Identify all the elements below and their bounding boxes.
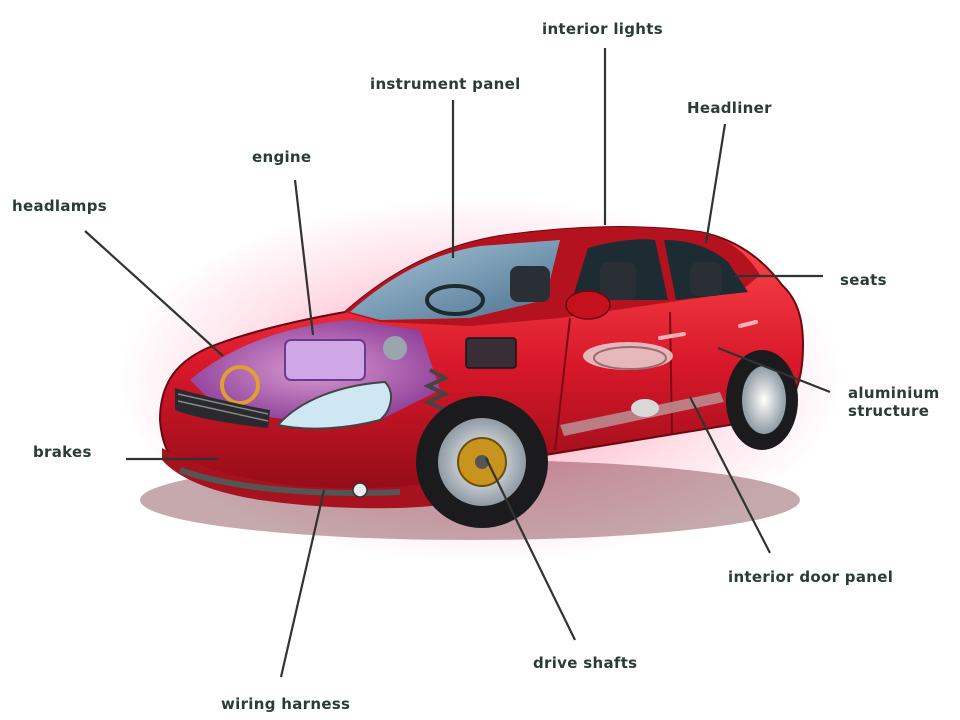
label-interior-door-panel: interior door panel <box>728 568 894 586</box>
leader-aluminium-structure <box>717 346 831 394</box>
suspension-spring <box>423 368 450 412</box>
label-aluminium-structure: aluminium structure <box>848 384 940 420</box>
leader-headliner <box>704 123 727 244</box>
steering-wheel <box>425 284 485 316</box>
label-interior-lights: interior lights <box>542 20 663 38</box>
grille-bar <box>177 393 269 415</box>
sill-fitting <box>631 399 659 417</box>
seat-silhouette <box>510 266 550 302</box>
spare-wheel-cutaway <box>593 346 667 370</box>
windshield-glass <box>350 240 560 320</box>
leader-drive-shafts <box>485 457 576 641</box>
leader-interior-door-panel <box>689 396 771 554</box>
leader-engine <box>293 179 315 336</box>
seat-silhouette <box>690 262 722 296</box>
door-handle <box>738 320 758 328</box>
label-wiring-harness: wiring harness <box>221 695 351 713</box>
fog-lamp <box>352 482 368 498</box>
headlamp <box>276 380 392 430</box>
label-brakes: brakes <box>33 443 92 461</box>
label-instrument-panel: instrument panel <box>370 75 521 93</box>
label-headlamps: headlamps <box>12 197 107 215</box>
leader-headlamps <box>84 230 224 357</box>
grille-bar <box>177 400 269 422</box>
bumper-strip <box>178 467 401 496</box>
label-seats: seats <box>840 271 887 289</box>
door-line <box>554 317 571 451</box>
label-headliner: Headliner <box>687 99 772 117</box>
seat-silhouette <box>600 262 636 300</box>
rear-rim <box>742 366 786 434</box>
engine-pulley <box>383 336 407 360</box>
engine-gear <box>220 365 260 405</box>
door-handle <box>658 332 686 340</box>
door-line <box>669 311 673 436</box>
engine-block <box>284 339 366 381</box>
leader-wiring-harness <box>279 489 326 678</box>
label-drive-shafts: drive shafts <box>533 654 638 672</box>
battery <box>465 337 517 369</box>
label-engine: engine <box>252 148 312 166</box>
side-mirror <box>565 290 611 320</box>
